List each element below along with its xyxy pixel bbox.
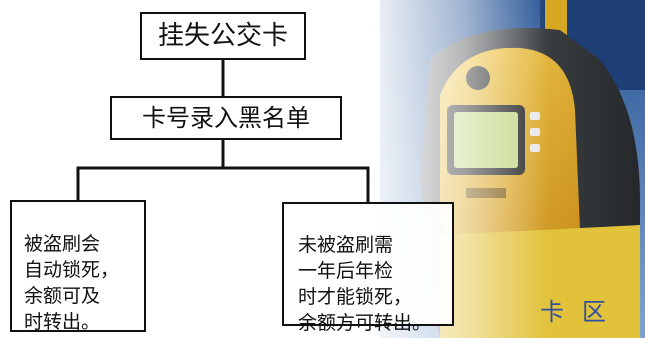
node-label: 未被盗刷需 一年后年检 时才能锁死， 余额方可转出。 bbox=[298, 234, 432, 334]
node-stolen-case: 被盗刷会 自动锁死， 余额可及 时转出。 bbox=[10, 200, 146, 333]
edge-branch-bar bbox=[76, 166, 370, 202]
node-report-lost-card: 挂失公交卡 bbox=[140, 12, 306, 60]
node-label: 挂失公交卡 bbox=[157, 21, 288, 51]
node-label: 卡号录入黑名单 bbox=[142, 104, 310, 132]
node-label: 被盗刷会 自动锁死， 余额可及 时转出。 bbox=[24, 233, 120, 333]
node-blacklist-entry: 卡号录入黑名单 bbox=[110, 96, 342, 140]
node-not-stolen-case: 未被盗刷需 一年后年检 时才能锁死， 余额方可转出。 bbox=[282, 202, 454, 334]
